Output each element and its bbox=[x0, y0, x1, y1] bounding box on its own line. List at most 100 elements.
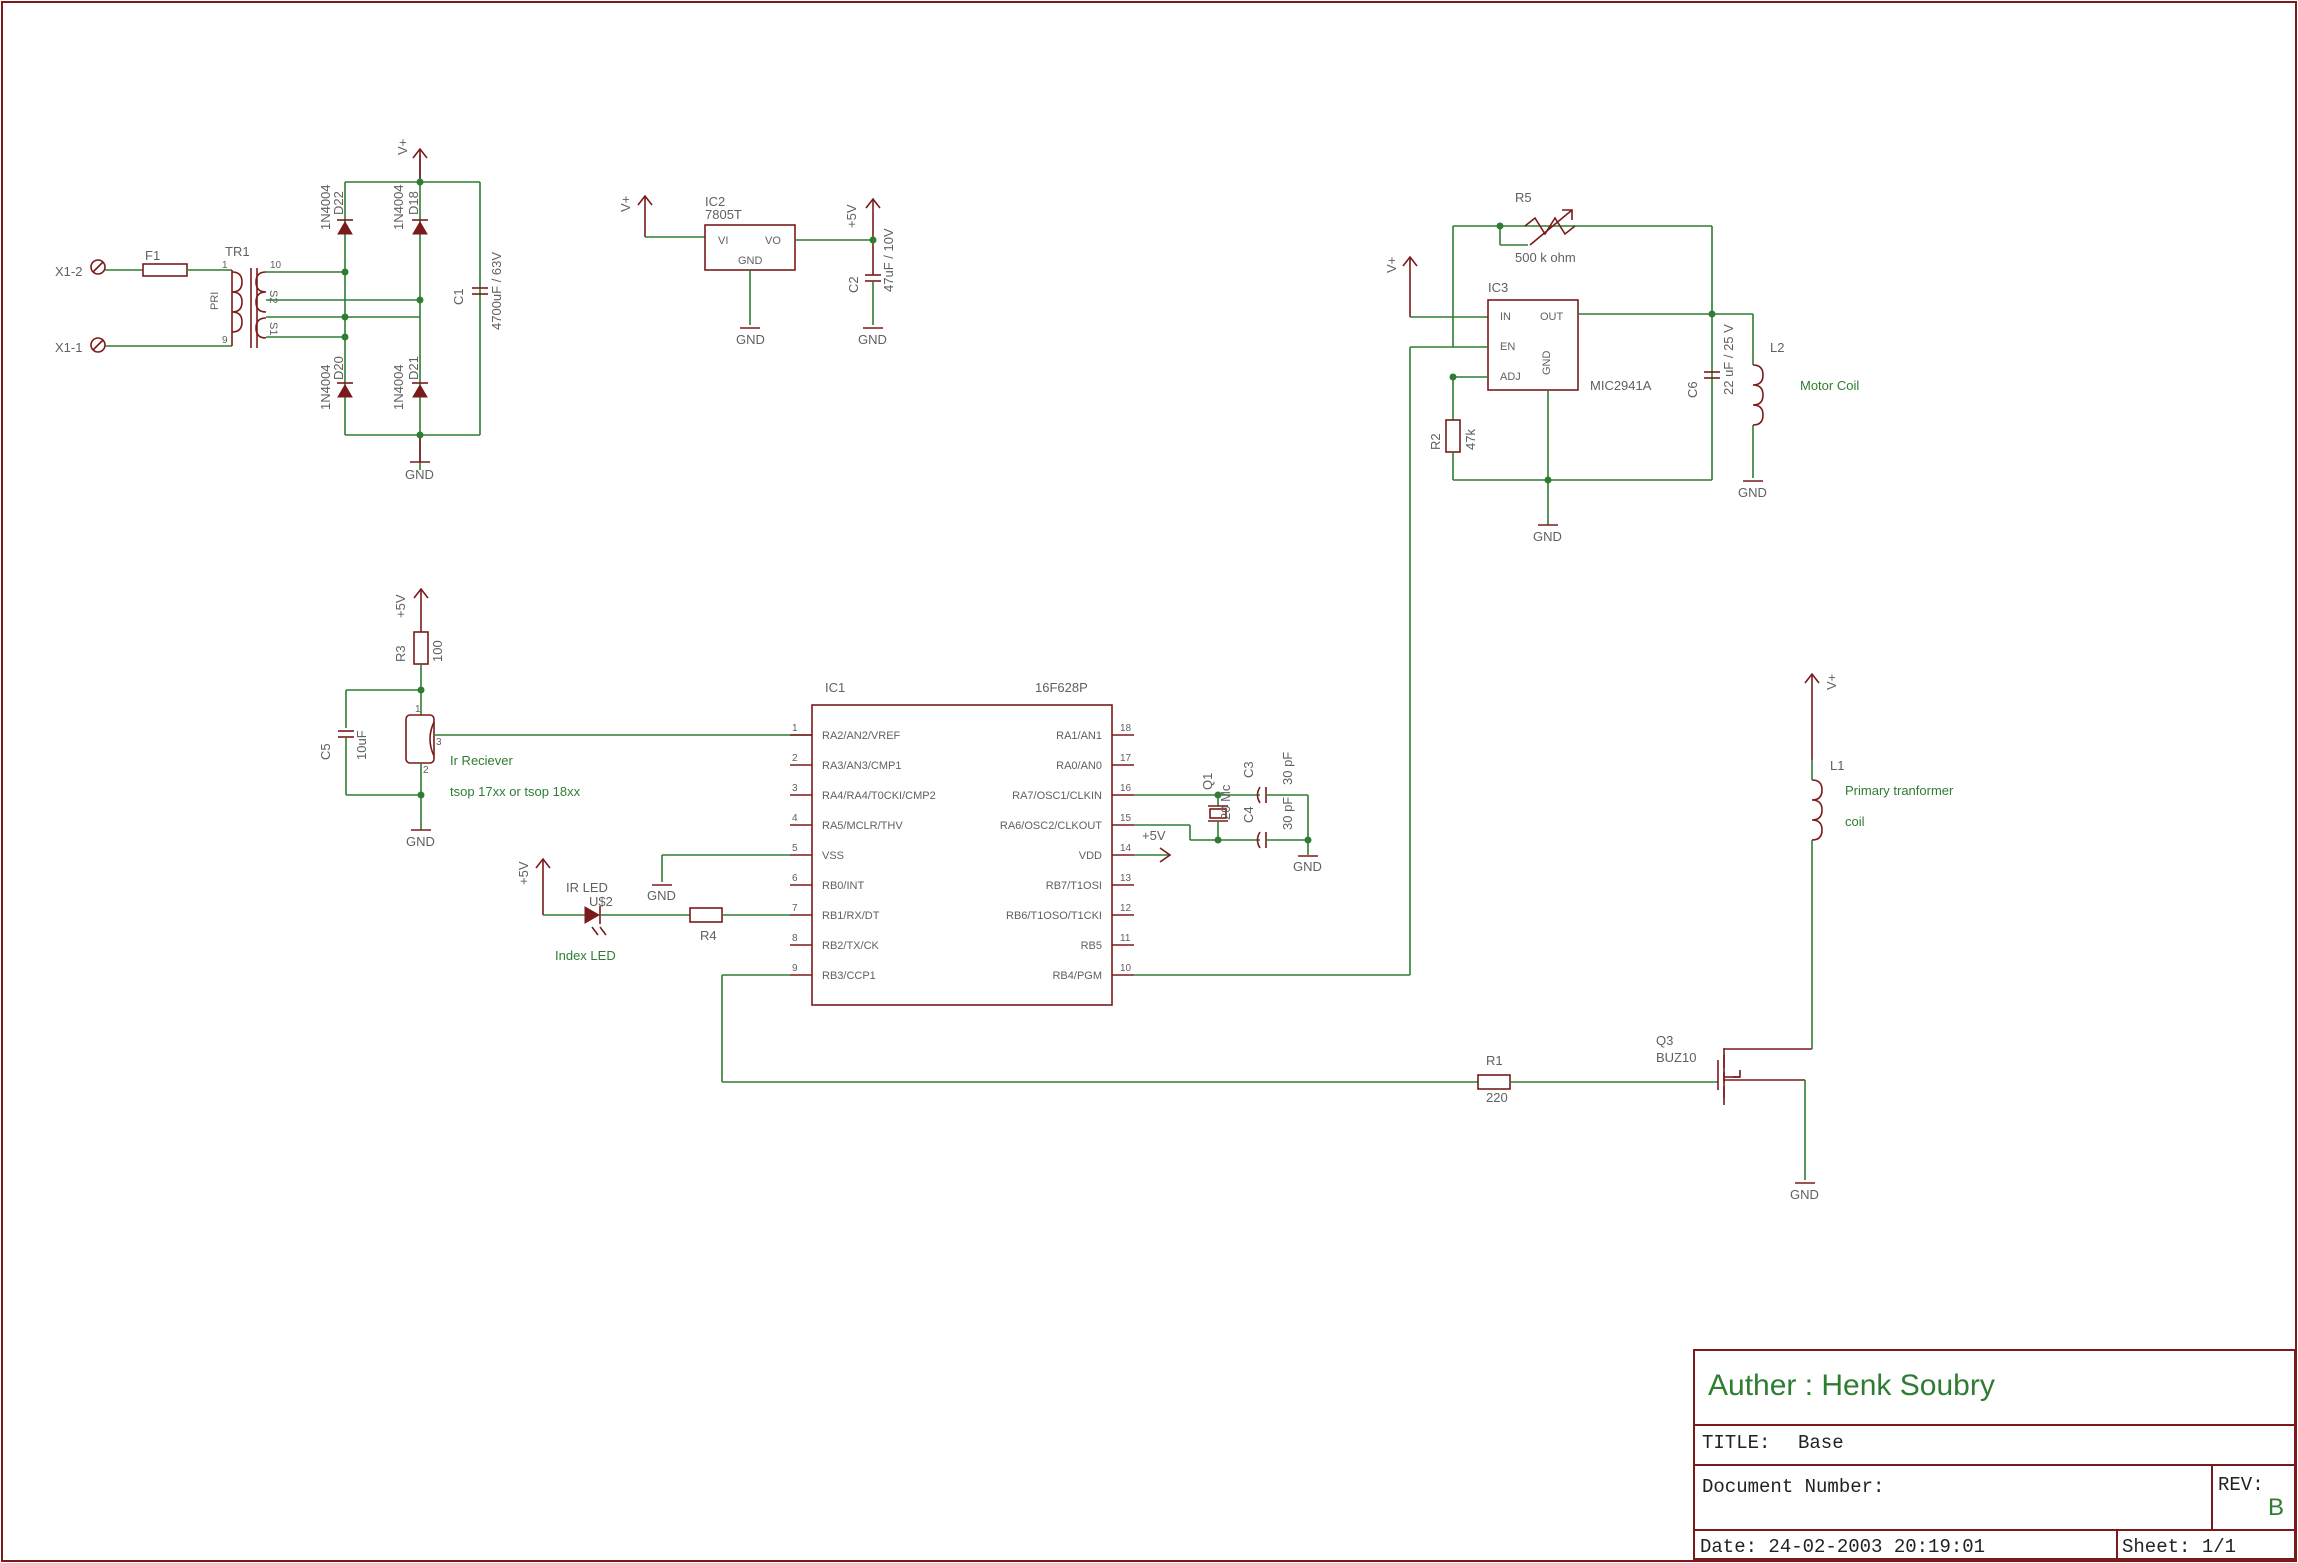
ic1-pin-number: 17 bbox=[1120, 753, 1132, 764]
ic1-pin-name-ra4: RA4/RA4/T0CKI/CMP2 bbox=[822, 790, 936, 802]
svg-text:V+: V+ bbox=[1824, 674, 1839, 690]
tsop-label: tsop 17xx or tsop 18xx bbox=[450, 784, 581, 799]
svg-text:10uF: 10uF bbox=[354, 730, 369, 760]
ic1-pin-number: 18 bbox=[1120, 723, 1132, 734]
gnd-label: GND bbox=[405, 467, 434, 482]
d22-value: 1N4004 bbox=[318, 184, 333, 230]
svg-text:VI: VI bbox=[718, 235, 728, 247]
ic3-label: IC3 bbox=[1488, 280, 1508, 295]
svg-text:ADJ: ADJ bbox=[1500, 371, 1521, 383]
ir-receiver-u1 bbox=[405, 714, 435, 764]
ic1-pin-number: 1 bbox=[792, 723, 798, 734]
resistor-r1 bbox=[1477, 1074, 1511, 1090]
l2-label: L2 bbox=[1770, 340, 1784, 355]
ic1-body bbox=[811, 704, 1113, 1006]
ic1-pin-number: 13 bbox=[1120, 873, 1132, 884]
svg-text:V+: V+ bbox=[1384, 257, 1399, 273]
svg-text:GND: GND bbox=[736, 332, 765, 347]
ic1-pin-name-ra2: RA2/AN2/VREF bbox=[822, 730, 901, 742]
regulator-7805-section: V+ IC2 7805T VI VO GND GND +5V GND C2 47… bbox=[618, 194, 896, 347]
ic1-pin-name-rb3: RB3/CCP1 bbox=[822, 970, 876, 982]
ic1-pin-name-ra0: RA0/AN0 bbox=[1056, 760, 1102, 772]
svg-text:IR LED: IR LED bbox=[566, 880, 608, 895]
svg-text:30 pF: 30 pF bbox=[1280, 752, 1295, 785]
svg-text:1: 1 bbox=[222, 260, 228, 271]
svg-text:+5V: +5V bbox=[516, 861, 531, 885]
tr1-label: TR1 bbox=[225, 244, 250, 259]
ic1-pin-number: 3 bbox=[792, 783, 798, 794]
svg-text:220: 220 bbox=[1486, 1090, 1508, 1105]
svg-text:1: 1 bbox=[415, 704, 421, 715]
x1-2-label: X1-2 bbox=[55, 264, 82, 279]
svg-text:IN: IN bbox=[1500, 311, 1511, 323]
ic1-pin-name-rb0: RB0/INT bbox=[822, 880, 864, 892]
svg-text:2: 2 bbox=[423, 765, 429, 776]
svg-text:OUT: OUT bbox=[1540, 311, 1564, 323]
title-value: Base bbox=[1798, 1432, 1844, 1454]
svg-text:GND: GND bbox=[1533, 529, 1562, 544]
ic1-pin-name-ra1: RA1/AN1 bbox=[1056, 730, 1102, 742]
svg-text:GND: GND bbox=[858, 332, 887, 347]
ic1-pin-number: 9 bbox=[792, 963, 798, 974]
ic1-value: 16F628P bbox=[1035, 680, 1088, 695]
svg-text:GND: GND bbox=[406, 834, 435, 849]
index-led-section: +5V IR LED U$2 Index LED R4 bbox=[516, 857, 790, 963]
ic1-pin-number: 5 bbox=[792, 843, 798, 854]
ic1-pin-number: 11 bbox=[1120, 933, 1131, 944]
ir-receiver-section: +5V R3 100 C5 10uF 1 3 2 GND Ir Reciever… bbox=[318, 587, 812, 849]
ic2-value: 7805T bbox=[705, 207, 742, 222]
title-block: Auther : Henk Soubry TITLE: Base Documen… bbox=[1693, 1349, 2296, 1560]
ic1-pin-name-ra6: RA6/OSC2/CLKOUT bbox=[1000, 820, 1102, 832]
svg-text:S1: S1 bbox=[267, 322, 279, 335]
svg-text:GND: GND bbox=[647, 888, 676, 903]
svg-text:R4: R4 bbox=[700, 928, 717, 943]
svg-text:EN: EN bbox=[1500, 341, 1515, 353]
c1-label: C1 bbox=[451, 288, 466, 305]
ic1-label: IC1 bbox=[825, 680, 845, 695]
d21-value: 1N4004 bbox=[391, 364, 406, 410]
index-led-label: Index LED bbox=[555, 948, 616, 963]
svg-text:C5: C5 bbox=[318, 743, 333, 760]
svg-text:9: 9 bbox=[222, 335, 228, 346]
q3-label: Q3 bbox=[1656, 1033, 1673, 1048]
ic1-pin-name-rb7: RB7/T1OSI bbox=[1046, 880, 1102, 892]
ic1-pin-number: 15 bbox=[1120, 813, 1132, 824]
l1-label: L1 bbox=[1830, 758, 1844, 773]
ic1-pin-number: 2 bbox=[792, 753, 798, 764]
ic1-pin-name-ra3: RA3/AN3/CMP1 bbox=[822, 760, 901, 772]
date-text: Date: 24-02-2003 20:19:01 bbox=[1700, 1536, 1985, 1558]
svg-text:+5V: +5V bbox=[393, 594, 408, 618]
svg-text:22 uF / 25 V: 22 uF / 25 V bbox=[1721, 324, 1736, 395]
sheet-text: Sheet: 1/1 bbox=[2122, 1536, 2236, 1558]
svg-text:+5V: +5V bbox=[1142, 828, 1166, 843]
d18-value: 1N4004 bbox=[391, 184, 406, 230]
svg-text:Q1: Q1 bbox=[1200, 773, 1215, 790]
svg-text:C6: C6 bbox=[1685, 381, 1700, 398]
resistor-r3 bbox=[413, 631, 429, 665]
primary-coil-label-2: coil bbox=[1845, 814, 1865, 829]
svg-text:10: 10 bbox=[270, 260, 282, 271]
ic1-pin-name-rb6: RB6/T1OSO/T1CKI bbox=[1006, 910, 1102, 922]
svg-text:C4: C4 bbox=[1241, 806, 1256, 823]
ic1-pin-number: 8 bbox=[792, 933, 798, 944]
ic1-pin-name-rb4: RB4/PGM bbox=[1052, 970, 1102, 982]
svg-text:3: 3 bbox=[436, 737, 442, 748]
ic3-body bbox=[1487, 299, 1579, 391]
svg-text:100: 100 bbox=[430, 640, 445, 662]
svg-text:47k: 47k bbox=[1463, 429, 1478, 450]
primary-coil-label: Primary tranformer bbox=[1845, 783, 1954, 798]
ic1-pin-number: 7 bbox=[792, 903, 798, 914]
ic1-pin-name-rb2: RB2/TX/CK bbox=[822, 940, 880, 952]
q3-value: BUZ10 bbox=[1656, 1050, 1696, 1065]
svg-text:+5V: +5V bbox=[844, 204, 859, 228]
svg-text:C3: C3 bbox=[1241, 761, 1256, 778]
ic1-pin-name-rb5: RB5 bbox=[1081, 940, 1102, 952]
crystal-section: Q1 20 Mc GND C3 30 pF C4 30 pF bbox=[1134, 752, 1322, 874]
rev-label: REV: bbox=[2218, 1474, 2264, 1496]
ic1-pin-number: 12 bbox=[1120, 903, 1132, 914]
svg-text:R1: R1 bbox=[1486, 1053, 1503, 1068]
svg-text:GND: GND bbox=[1790, 1187, 1819, 1202]
d21-label: D21 bbox=[406, 356, 421, 380]
